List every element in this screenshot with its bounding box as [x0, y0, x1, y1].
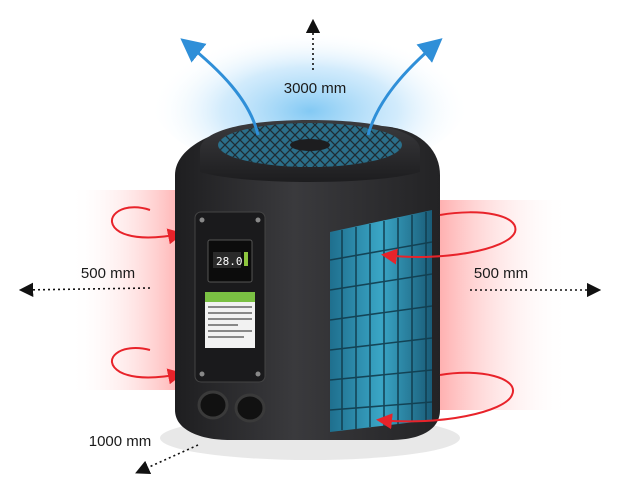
water-inlet: [197, 390, 229, 420]
rear-airflow-loops: [110, 206, 184, 385]
front-airflow-loops: [376, 211, 517, 430]
left-airflow-glow: [70, 190, 190, 390]
water-outlet: [234, 393, 266, 423]
front-clearance-label: 1000 mm: [89, 433, 152, 450]
display-reading: 28.0: [216, 255, 243, 268]
heat-pump-unit: 28.0: [160, 120, 460, 460]
right-airflow-glow: [430, 200, 570, 410]
top-clearance-label: 3000 mm: [284, 80, 347, 97]
arrow-front-icon: [135, 444, 199, 474]
clearance-arrows: [18, 18, 602, 474]
left-clearance-label: 500 mm: [81, 265, 135, 282]
evaporator-coil: [330, 210, 432, 432]
exhaust-arrow-right: [366, 38, 443, 136]
exhaust-arrow-left: [180, 38, 260, 136]
top-exhaust-arrows: [180, 38, 443, 136]
arrow-left-icon: [18, 282, 151, 298]
right-clearance-label: 500 mm: [474, 265, 528, 282]
